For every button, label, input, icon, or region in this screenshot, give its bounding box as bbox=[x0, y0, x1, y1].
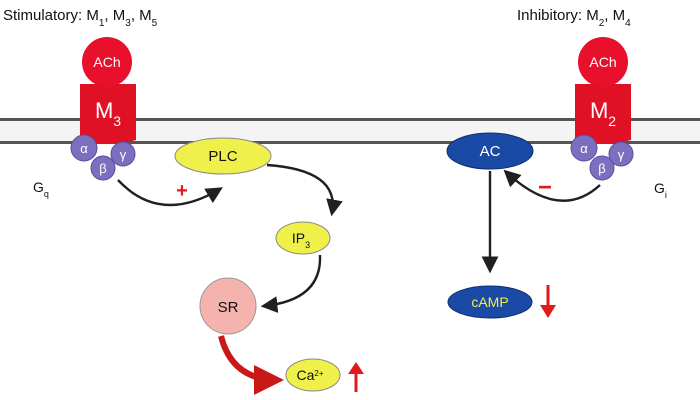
svg-text:β: β bbox=[598, 161, 605, 176]
sr-to-calcium-arrow bbox=[218, 335, 284, 395]
gq-beta-subunit bbox=[90, 155, 116, 181]
svg-text:β: β bbox=[99, 161, 106, 176]
m3-receptor: M3 bbox=[80, 84, 136, 144]
plc-to-ip3-arrow bbox=[266, 163, 343, 217]
cell-membrane bbox=[0, 118, 700, 144]
gi-label: Gi bbox=[654, 180, 667, 200]
calcium-label: Ca2+ bbox=[296, 367, 323, 383]
gi-gamma-subunit bbox=[608, 141, 634, 167]
gq-label: Gq bbox=[33, 179, 49, 199]
stimulatory-header: Stimulatory: M1, M3, M5 bbox=[3, 7, 158, 29]
gi-beta-subunit bbox=[589, 155, 615, 181]
ac-label: AC bbox=[480, 143, 501, 160]
ip3-label: IP3 bbox=[292, 230, 310, 250]
m2-receptor-label: M2 bbox=[590, 98, 616, 129]
svg-text:γ: γ bbox=[120, 147, 127, 162]
gq-protein: α β γ bbox=[70, 134, 136, 181]
ach-ligand-left: ACh bbox=[82, 37, 132, 87]
camp-label: cAMP bbox=[471, 294, 508, 310]
svg-text:γ: γ bbox=[618, 147, 625, 162]
plc-node: PLC bbox=[174, 137, 272, 175]
calcium-node: Ca2+ bbox=[285, 358, 341, 392]
ip3-node: IP3 bbox=[275, 221, 331, 255]
m2-receptor-body bbox=[575, 84, 631, 144]
ach-label-left: ACh bbox=[93, 54, 120, 70]
gi-protein: α β γ bbox=[570, 134, 634, 181]
calcium-increase-arrow bbox=[348, 362, 364, 392]
ach-label-right: ACh bbox=[589, 54, 616, 70]
stimulatory-plus-sign: + bbox=[176, 180, 188, 202]
svg-text:α: α bbox=[580, 141, 588, 156]
camp-node: cAMP bbox=[447, 285, 533, 319]
inhibitory-minus-sign: − bbox=[538, 174, 552, 201]
plc-label: PLC bbox=[208, 148, 237, 165]
gi-to-ac-arrow bbox=[503, 169, 601, 202]
sr-label: SR bbox=[218, 299, 239, 316]
gq-to-plc-arrow bbox=[117, 179, 223, 207]
m3-receptor-label: M3 bbox=[95, 98, 121, 129]
inhibitory-header: Inhibitory: M2, M4 bbox=[517, 7, 631, 29]
camp-decrease-arrow bbox=[540, 285, 556, 318]
ach-ligand-right: ACh bbox=[578, 37, 628, 87]
sr-node: SR bbox=[199, 277, 257, 335]
gq-alpha-subunit bbox=[70, 134, 98, 162]
ac-node: AC bbox=[446, 132, 534, 170]
ip3-to-sr-arrow bbox=[260, 254, 322, 313]
m2-receptor: M2 bbox=[575, 84, 631, 144]
svg-text:α: α bbox=[80, 141, 88, 156]
gq-gamma-subunit bbox=[110, 141, 136, 167]
m3-receptor-body bbox=[80, 84, 136, 144]
gi-alpha-subunit bbox=[570, 134, 598, 162]
